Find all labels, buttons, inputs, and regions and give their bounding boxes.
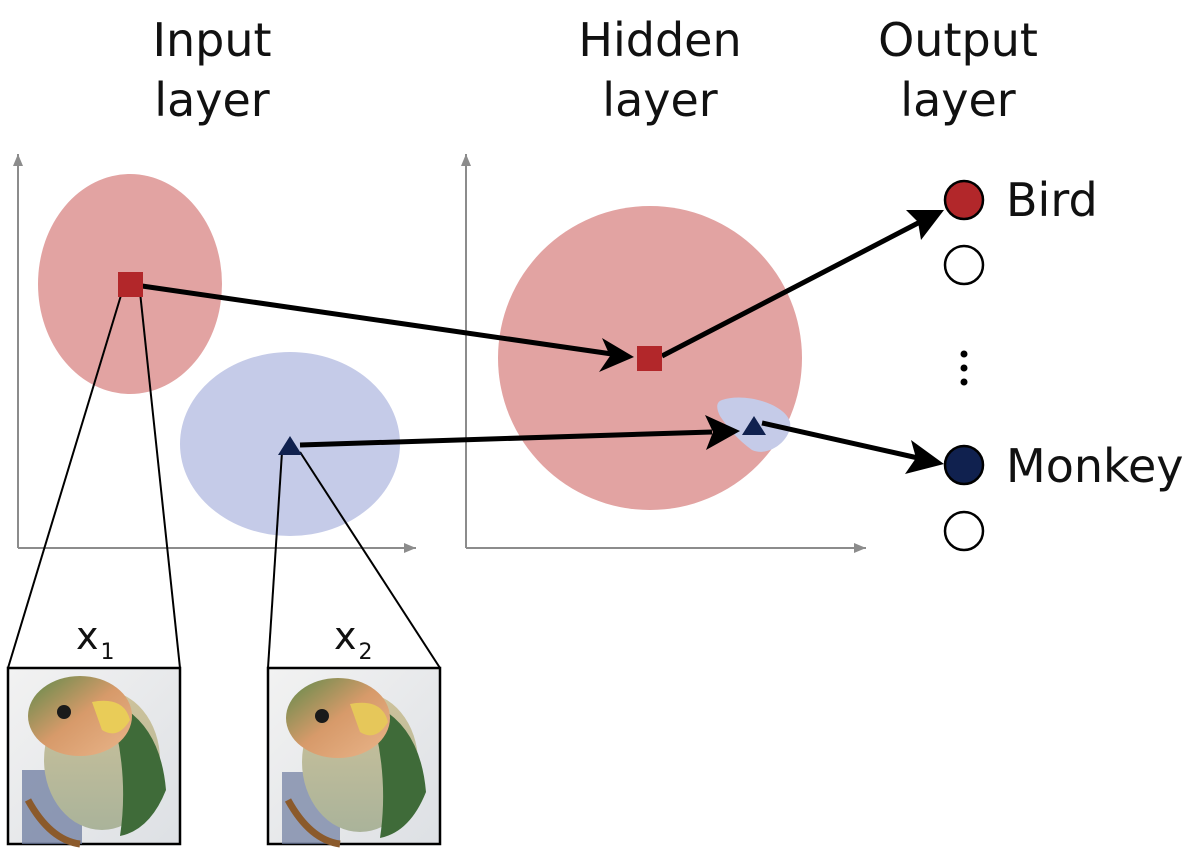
input-bird-marker — [118, 272, 143, 297]
zoom-line-x2-left — [267, 451, 283, 669]
hidden-title-line1: Hidden — [578, 13, 742, 67]
zoom-line-x2-right — [299, 451, 441, 669]
input-monkey-marker — [278, 436, 302, 455]
hidden-monkey-marker — [742, 416, 766, 435]
output-title-line1: Output — [878, 13, 1038, 67]
input-image-x2 — [266, 666, 442, 848]
hidden-axes — [461, 154, 866, 553]
zoom-lines — [7, 291, 441, 669]
arrowhead-monkey — [905, 440, 944, 474]
zoom-line-x1-left — [7, 291, 123, 669]
ellipsis-icon — [960, 350, 968, 386]
input-image-x1 — [6, 666, 182, 848]
output-label-bird: Bird — [1006, 173, 1098, 227]
arrow-input-to-hidden-monkey — [299, 429, 713, 448]
output-layer-title: Output layer — [828, 10, 1088, 130]
output-title-line2: layer — [900, 73, 1016, 127]
output-label-monkey: Monkey — [1006, 439, 1184, 493]
output-node-empty-2 — [943, 510, 985, 552]
arrowhead-bird — [906, 210, 944, 240]
zoom-line-x1-right — [139, 291, 181, 669]
arrowhead-hidden-monkey — [705, 415, 740, 450]
x2-subscript: 2 — [358, 640, 373, 665]
hidden-bird-marker — [637, 346, 662, 371]
arrow-input-to-hidden-bird — [141, 283, 613, 357]
input-axes — [13, 154, 416, 553]
hidden-title-line2: layer — [602, 73, 718, 127]
input-label-x2: x2 — [334, 616, 373, 673]
input-title-line2: layer — [154, 73, 270, 127]
arrow-hidden-to-monkey — [761, 420, 919, 461]
x1-base: x — [76, 614, 99, 658]
output-node-monkey — [943, 444, 985, 486]
arrow-hidden-to-bird — [660, 219, 922, 359]
hidden-layer-title: Hidden layer — [530, 10, 790, 130]
output-node-empty-1 — [943, 244, 985, 286]
arrowhead-hidden-bird — [599, 338, 634, 372]
arrows — [141, 210, 944, 474]
input-title-line1: Input — [152, 13, 272, 67]
input-label-x1: x1 — [76, 616, 115, 673]
output-node-bird — [943, 179, 985, 221]
input-layer-title: Input layer — [82, 10, 342, 130]
x1-subscript: 1 — [100, 640, 115, 665]
output-nodes — [943, 179, 985, 552]
x2-base: x — [334, 614, 357, 658]
